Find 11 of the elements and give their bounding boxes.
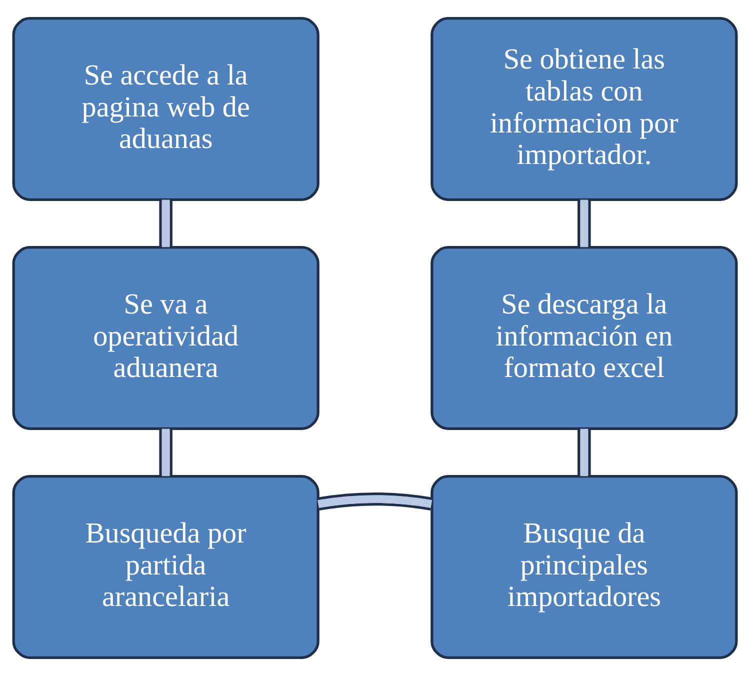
node-box: Se va a operatividad aduanera — [12, 246, 320, 430]
connector — [578, 200, 591, 248]
node-box: Se obtiene las tablas con informacion por importador. — [430, 16, 738, 201]
node-box: Busque da principales importadores — [430, 475, 738, 660]
node-box: Busqueda por partida arancelaria — [12, 475, 320, 660]
node-box: Se descarga la información en formato excel — [430, 246, 738, 430]
connector — [159, 428, 172, 476]
connector — [317, 492, 433, 511]
connector — [578, 428, 591, 476]
node-box: Se accede a la pagina web de aduanas — [12, 16, 320, 201]
connector — [159, 200, 172, 248]
